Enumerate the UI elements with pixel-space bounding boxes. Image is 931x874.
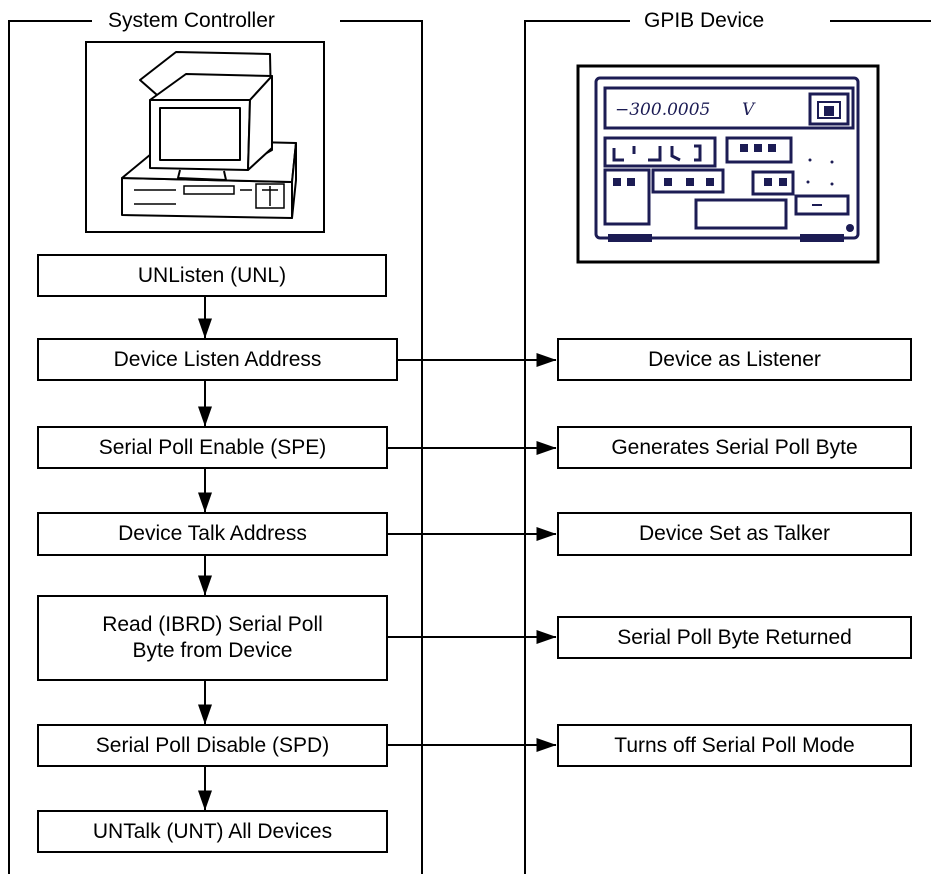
step-unlisten: UNListen (UNL) [37,254,387,297]
step-device-listen-address: Device Listen Address [37,338,398,381]
gpib-device-panel-frame [524,20,931,874]
device-display-reading: −300.0005 [615,100,710,120]
step-device-talk-address: Device Talk Address [37,512,388,556]
gpib-device-title: GPIB Device [636,8,773,34]
flow-arrows-horizontal [388,353,557,752]
response-turns-off-serial-poll-mode: Turns off Serial Poll Mode [557,724,912,767]
gpib-instrument-icon: −300.0005 V [576,64,880,264]
computer-icon [85,41,325,233]
step-untalk-all-devices: UNTalk (UNT) All Devices [37,810,388,853]
response-generates-serial-poll-byte: Generates Serial Poll Byte [557,426,912,469]
system-controller-title: System Controller [100,8,283,34]
response-device-as-listener: Device as Listener [557,338,912,381]
device-display-unit: V [742,100,756,120]
response-serial-poll-byte-returned: Serial Poll Byte Returned [557,616,912,659]
step-serial-poll-enable: Serial Poll Enable (SPE) [37,426,388,469]
system-controller-panel-frame [8,20,423,874]
step-read-serial-poll-byte: Read (IBRD) Serial Poll Byte from Device [37,595,388,681]
response-device-set-as-talker: Device Set as Talker [557,512,912,556]
step-serial-poll-disable: Serial Poll Disable (SPD) [37,724,388,767]
